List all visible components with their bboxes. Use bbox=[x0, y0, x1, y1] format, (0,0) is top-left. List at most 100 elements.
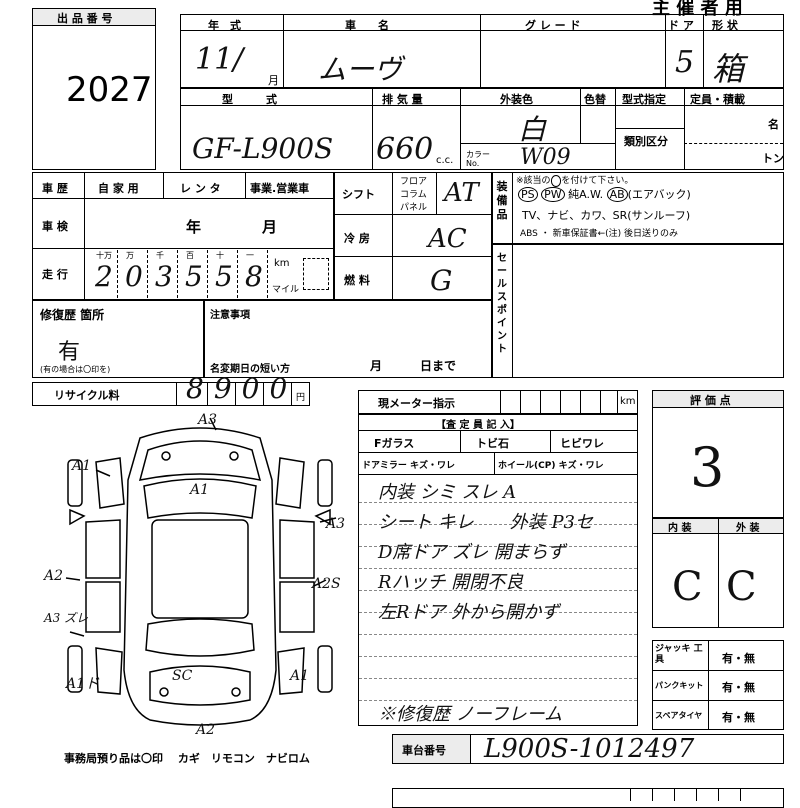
month-unit: 月 bbox=[268, 74, 279, 87]
type-value: GF-L900S bbox=[192, 132, 334, 165]
notes-label: 注意事項 bbox=[210, 310, 250, 321]
persons-unit: 名 bbox=[768, 118, 779, 131]
door-mirror-label: ドアミラー キズ・ワレ bbox=[362, 461, 456, 471]
mileage-digit: 5 bbox=[185, 260, 203, 293]
accessories-box bbox=[652, 640, 784, 730]
inspector-comment: 内装 シミ スレ A bbox=[378, 482, 517, 503]
rating-label: 評 価 点 bbox=[690, 394, 731, 407]
recycle-box bbox=[32, 382, 310, 406]
shift-label: シフト bbox=[342, 188, 375, 201]
panel-label: パネル bbox=[400, 203, 428, 213]
mileage-digit: 0 bbox=[125, 260, 143, 293]
private-label: 自 家 用 bbox=[98, 182, 139, 195]
equipment-note: ※該当の を付けて下さい。 bbox=[516, 175, 634, 187]
bottom-table bbox=[392, 788, 784, 808]
mile-label: マイル bbox=[272, 285, 300, 295]
exterior-grade: C bbox=[726, 564, 757, 610]
jack-label: ジャッキ 工具 bbox=[655, 644, 703, 665]
selling-points-label: セールスポイント bbox=[497, 253, 507, 355]
diagram-annotation: A3 bbox=[324, 516, 345, 532]
color-code-value: W09 bbox=[520, 145, 571, 170]
recycle-digit-cell bbox=[208, 383, 236, 405]
fuel-label: 燃 料 bbox=[344, 274, 370, 287]
row1-box bbox=[180, 14, 784, 88]
rating-box bbox=[652, 390, 784, 518]
recycle-unit: 円 bbox=[296, 393, 306, 403]
mileage-digit: 5 bbox=[215, 260, 233, 293]
lot-number: 2027 bbox=[66, 70, 153, 110]
mileage-digit-label: 一 bbox=[246, 251, 254, 260]
lot-number-box bbox=[32, 8, 156, 170]
inspector-title: 【査 定 員 記 入】 bbox=[436, 420, 520, 431]
shift-box bbox=[334, 172, 492, 300]
mileage-digit-label: 十万 bbox=[96, 251, 112, 260]
wheel-label: ホイール(CP) キズ・ワレ bbox=[498, 461, 604, 471]
lot-number-header bbox=[33, 9, 155, 26]
mileage-label: 走 行 bbox=[42, 268, 68, 281]
ac-label: 冷 房 bbox=[344, 232, 370, 245]
ps-option: PS bbox=[518, 187, 538, 202]
recycle-digit-cell bbox=[264, 383, 292, 405]
color-code-label: カラー No. bbox=[466, 150, 490, 168]
interior-label: 内 装 bbox=[668, 523, 692, 534]
shape-value: 箱 bbox=[712, 50, 745, 88]
puncture-kit-value: 有・無 bbox=[722, 681, 755, 694]
rating-score: 3 bbox=[690, 436, 725, 499]
frame-note: ※修復歴 ノーフレーム bbox=[378, 704, 563, 725]
diagram-annotation: A2S bbox=[310, 576, 341, 592]
f-glass-label: Fガラス bbox=[374, 437, 415, 450]
exterior-label: 外 装 bbox=[736, 523, 760, 534]
car-damage-diagram: A3 A1 A1 A3 A2 A2S A3 ズレ A1ド SC A1 A2 bbox=[42, 412, 345, 738]
mileage-digit-label: 十 bbox=[216, 251, 224, 260]
inspection-month-unit: 月 bbox=[262, 218, 278, 236]
recycle-digit-cell bbox=[236, 383, 264, 405]
alloy-wheel-option: 純A.W. bbox=[568, 188, 604, 201]
model-label: 車 名 bbox=[345, 19, 389, 32]
grade-label: グ レ ー ド bbox=[525, 19, 581, 32]
ton-unit: トン bbox=[762, 152, 784, 165]
inspection-year-unit: 年 bbox=[186, 218, 202, 236]
diagram-annotation: A1ド bbox=[64, 676, 100, 692]
color-value: 白 bbox=[518, 113, 547, 146]
diagram-annotation: A1 bbox=[288, 668, 309, 684]
chassis-label: 車台番号 bbox=[402, 744, 446, 757]
recycle-label: リサイクル料 bbox=[54, 389, 120, 402]
meter-box bbox=[358, 390, 638, 414]
rental-label: レ ン タ bbox=[180, 182, 221, 195]
puncture-kit-label: パンクキット bbox=[655, 681, 704, 690]
interior-grade: C bbox=[672, 564, 703, 610]
spare-tire-label: スペアタイヤ bbox=[655, 711, 703, 720]
cc-unit: c.c. bbox=[436, 155, 454, 166]
ac-value: AC bbox=[428, 224, 467, 254]
lot-number-label: 出 品 番 号 bbox=[57, 12, 113, 25]
equipment-line3: ABS ・ 新車保証書←(注) 後日送りのみ bbox=[520, 229, 679, 239]
shape-label: 形 状 bbox=[712, 19, 738, 32]
airbag-option: AB bbox=[606, 187, 628, 202]
repair-value: 有 bbox=[58, 340, 81, 365]
deadline-label: 名変期日の短い方 bbox=[210, 364, 290, 375]
year-label: 年 式 bbox=[208, 19, 241, 32]
inspector-comment: 左Rドア 外から開かず bbox=[378, 602, 560, 623]
doors-value: 5 bbox=[675, 45, 695, 80]
capacity-label: 定員・積載 bbox=[690, 93, 745, 106]
type-label: 型 式 bbox=[222, 93, 277, 106]
mileage-digit: 8 bbox=[245, 260, 263, 293]
diagram-annotation: A1 bbox=[70, 458, 91, 474]
mile-checkbox bbox=[303, 258, 329, 290]
mileage-digit-label: 万 bbox=[126, 251, 134, 260]
equipment-box bbox=[492, 172, 784, 244]
inspector-comment: D席ドア ズレ 開まらず bbox=[378, 542, 566, 563]
chassis-value: L900S-1012497 bbox=[484, 734, 695, 764]
recycle-value: 8900 bbox=[186, 372, 298, 405]
mileage-digit: 3 bbox=[155, 260, 173, 293]
notes-box bbox=[204, 300, 492, 378]
diagram-annotation: A2 bbox=[194, 722, 215, 738]
diagram-annotation: A2 bbox=[42, 568, 63, 584]
repair-note: (有の場合は〇印を) bbox=[40, 365, 111, 374]
mileage-digit: 2 bbox=[95, 260, 113, 293]
meter-label: 現メーター指示 bbox=[378, 397, 455, 410]
stone-chip-label: トビ石 bbox=[476, 437, 509, 450]
